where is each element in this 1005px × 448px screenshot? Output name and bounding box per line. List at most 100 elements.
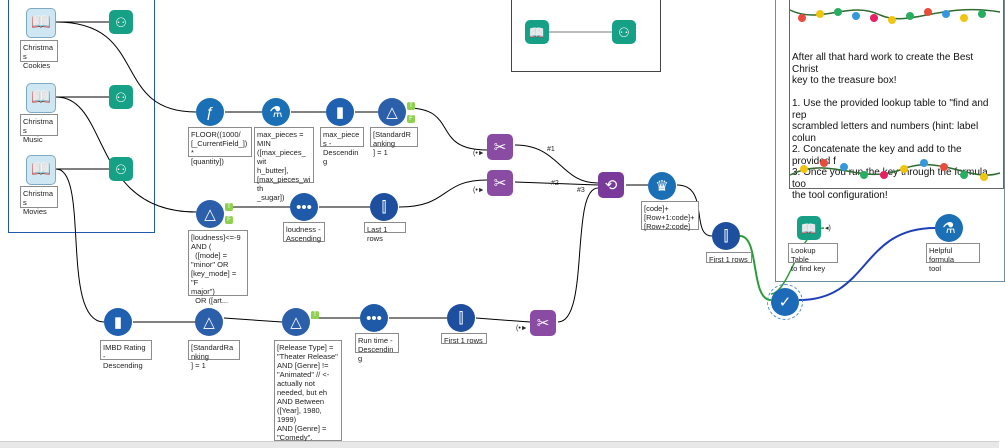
join-tool-2[interactable]: ✂	[487, 170, 513, 196]
max-pieces-formula-label: max_pieces = MIN ([max_pieces_wit h_butt…	[254, 127, 314, 202]
binoculars-icon: ⚇	[115, 89, 127, 105]
false-anchor: F	[225, 216, 233, 224]
filter-tool-ranking-2[interactable]: △	[195, 308, 223, 336]
standard-ranking-1-label: [StandardRanking ] = 1	[370, 127, 418, 157]
book-input-icon: 📖	[31, 14, 51, 31]
join-input-marker: (•►	[516, 325, 528, 332]
join-tool-1[interactable]: ✂	[487, 134, 513, 160]
instructions-note-text: After all that hard work to create the B…	[792, 52, 989, 201]
join-scissors-icon: ✂	[493, 138, 507, 156]
filter-triangle-icon: △	[386, 103, 398, 121]
floor-formula-label: FLOOR((1000/ [_CurrentField_])* [quantit…	[188, 127, 252, 166]
sample-tool-last-1[interactable]: ⫿	[370, 193, 398, 221]
helpful-formula-tool[interactable]: ⚗	[935, 214, 963, 242]
first-1-rows-a-label: First 1 rows	[441, 333, 487, 345]
join-scissors-icon: ✂	[493, 174, 507, 192]
filter-tool-release[interactable]: △	[282, 308, 310, 336]
example-input-tool[interactable]: 📖	[525, 20, 549, 44]
formula-flask-icon: ƒ	[205, 103, 215, 121]
join-input-marker: (•►	[473, 187, 485, 194]
loudness-filter-label: [loudness]<=-9 AND ( ([mode] = "minor" O…	[188, 230, 248, 305]
wire	[798, 227, 936, 301]
true-anchor: T	[225, 203, 233, 211]
sort-bars-icon: •••	[296, 198, 312, 216]
formula-tool-max-pieces[interactable]: ⚗	[262, 98, 290, 126]
browse-tool-music[interactable]: ⚇	[109, 85, 133, 109]
sample-tool-first-1-a[interactable]: ⫿	[447, 304, 475, 332]
union-tool[interactable]: ⟲	[598, 172, 624, 198]
imdb-sort-label: IMBD Rating - Descending	[100, 340, 152, 370]
sort-tool-imdb[interactable]: ▮	[104, 308, 132, 336]
christmas-cookies-label: Christmas Cookies	[20, 40, 58, 70]
wire	[55, 168, 105, 323]
code-formula-label: [code]+ [Row+1:code]+ [Row+2:code]	[641, 201, 699, 231]
wire	[514, 144, 599, 184]
christmas-music-input-tool[interactable]: 📖	[26, 83, 56, 113]
filter-tool-ranking-1[interactable]: △	[378, 98, 406, 126]
example-browse-tool[interactable]: ⚇	[612, 20, 636, 44]
christmas-lights-decoration-bottom	[789, 159, 1001, 181]
wire	[55, 21, 197, 113]
christmas-cookies-input-tool[interactable]: 📖	[26, 8, 56, 38]
filter-triangle-icon: △	[203, 313, 215, 331]
wire	[398, 179, 488, 208]
find-replace-tool[interactable]: ✓	[767, 284, 803, 320]
find-replace-check-icon: ✓	[778, 293, 792, 311]
binoculars-icon: ⚇	[115, 161, 127, 177]
sort-tool-run-time[interactable]: •••	[360, 304, 388, 332]
release-filter-label: [Release Type] = "Theater Release" AND […	[274, 340, 342, 442]
christmas-lights-decoration	[789, 8, 1001, 24]
wire	[557, 187, 599, 323]
run-time-sort-label: Run time - Descending	[355, 333, 399, 363]
wire	[406, 107, 488, 151]
join-scissors-icon: ✂	[536, 314, 550, 332]
filter-tool-loudness[interactable]: △	[196, 200, 224, 228]
wire	[55, 96, 197, 213]
lookup-table-label: Lookup Table to find key	[788, 243, 838, 273]
multi-field-formula-tool[interactable]: ƒ	[196, 98, 224, 126]
true-anchor: T	[311, 311, 319, 319]
join-input-marker: (•►	[473, 150, 485, 157]
binoculars-icon: ⚇	[618, 24, 630, 40]
sort-tool-loudness[interactable]: •••	[290, 193, 318, 221]
sample-bars-icon: ⫿	[458, 309, 464, 327]
connection-tag-1: #1	[547, 146, 555, 153]
christmas-movies-input-tool[interactable]: 📖	[26, 155, 56, 185]
sort-tool-max-pieces[interactable]: ▮	[326, 98, 354, 126]
speaker-icon: ◂)	[825, 225, 831, 232]
horizontal-scrollbar[interactable]	[0, 441, 999, 448]
wire	[739, 235, 772, 301]
formula-flask-icon: ⚗	[942, 219, 956, 237]
first-1-rows-b-label: First 1 rows	[706, 252, 752, 264]
sort-bars-icon: ▮	[335, 103, 345, 121]
book-input-icon: 📖	[528, 24, 546, 40]
inputs-container[interactable]	[8, 0, 155, 233]
filter-triangle-icon: △	[204, 205, 216, 223]
sort-bars-icon: •••	[366, 309, 382, 327]
book-input-icon: 📖	[31, 161, 51, 178]
lookup-table-input-tool[interactable]: 📖	[797, 216, 821, 240]
example-container[interactable]	[511, 0, 661, 72]
summation-icon: ▮	[113, 313, 123, 331]
multi-row-formula-tool[interactable]: ♛	[648, 172, 676, 200]
browse-tool-cookies[interactable]: ⚇	[109, 10, 133, 34]
instructions-inner-note	[789, 0, 1004, 189]
book-input-icon: 📖	[800, 220, 818, 236]
book-input-icon: 📖	[31, 89, 51, 106]
standard-ranking-2-label: [StandardRanking ] = 1	[188, 340, 240, 370]
join-tool-3[interactable]: ✂	[530, 310, 556, 336]
wire	[475, 317, 531, 323]
true-anchor: T	[407, 102, 415, 110]
browse-tool-movies[interactable]: ⚇	[109, 157, 133, 181]
sample-tool-first-1-b[interactable]: ⫿	[712, 222, 740, 250]
formula-flask-icon: ♛	[655, 177, 669, 195]
wire	[514, 181, 599, 186]
sample-bars-icon: ⫿	[723, 227, 729, 245]
max-pieces-sort-label: max_pieces - Descending	[320, 127, 364, 166]
connection-tag-3: #3	[577, 187, 585, 194]
filter-triangle-icon: △	[290, 313, 302, 331]
wire	[223, 317, 283, 323]
binoculars-icon: ⚇	[115, 14, 127, 30]
